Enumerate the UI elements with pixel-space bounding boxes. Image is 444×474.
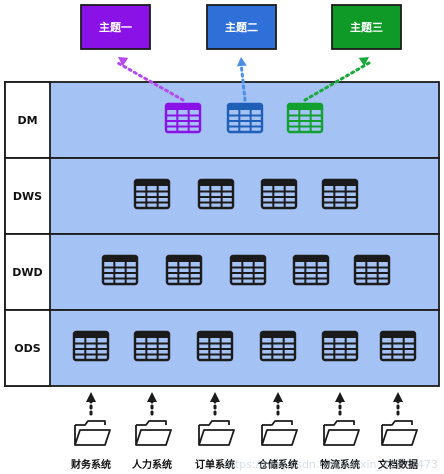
table-icon — [133, 178, 171, 210]
source-arrow — [147, 392, 157, 416]
topic-label: 主题二 — [225, 20, 258, 34]
layers: DM DWS DWD ODS — [4, 81, 440, 387]
folder-icon — [323, 420, 360, 446]
table-icon — [292, 254, 330, 286]
table-icon — [321, 330, 359, 362]
table-icon — [164, 102, 202, 134]
table-icon — [226, 102, 264, 134]
source-system: 仓储系统 — [257, 420, 298, 471]
table-icon — [353, 254, 391, 286]
table-icon — [72, 330, 110, 362]
source-arrow — [86, 392, 96, 416]
layer-label: ODS — [14, 342, 40, 355]
topic-arrow — [303, 57, 371, 102]
table-icon — [197, 178, 235, 210]
source-label: 仓储系统 — [257, 458, 298, 471]
source-label: 订单系统 — [195, 458, 235, 471]
source-system: 物流系统 — [320, 420, 360, 471]
source-system: 订单系统 — [195, 420, 235, 471]
table-icon — [196, 330, 234, 362]
topic-label: 主题一 — [99, 20, 132, 34]
layer-label-cell — [4, 309, 51, 387]
layer-label-cell — [4, 81, 51, 159]
watermark: https://blog.csdn.net/weixin_43277473 — [223, 458, 438, 471]
layer-dwd: DWD — [4, 233, 440, 311]
folder-icon — [74, 420, 111, 446]
layer-label: DM — [17, 114, 37, 127]
folder-icon — [381, 420, 418, 446]
table-icon — [379, 330, 417, 362]
table-icon — [229, 254, 267, 286]
topic-box: 主题三 — [331, 4, 402, 50]
layer-label: DWD — [12, 266, 42, 279]
layer-dws: DWS — [4, 157, 440, 235]
topic-arrow — [236, 57, 247, 102]
source-arrow — [273, 392, 283, 416]
table-icon — [165, 254, 203, 286]
sources: 财务系统 人力系统 订单系统 仓储系统 物流系统 文档数据 — [70, 420, 418, 471]
source-system: 财务系统 — [70, 420, 111, 471]
folder-icon — [261, 420, 298, 446]
topic-box: 主题二 — [206, 4, 277, 50]
source-label: 财务系统 — [70, 458, 111, 471]
source-system: 人力系统 — [132, 420, 172, 471]
table-icon — [101, 254, 139, 286]
table-icon — [133, 330, 171, 362]
source-arrow — [393, 392, 403, 416]
topic-label: 主题三 — [350, 20, 383, 34]
table-icon — [259, 330, 297, 362]
topic-box: 主题一 — [80, 4, 151, 50]
layer-label: DWS — [13, 190, 42, 203]
source-label: 文档数据 — [378, 458, 418, 471]
source-arrow — [335, 392, 345, 416]
layer-band — [4, 81, 440, 159]
source-system: 文档数据 — [378, 420, 418, 471]
source-label: 物流系统 — [320, 458, 360, 471]
topic-arrow — [116, 57, 185, 102]
layer-ods: ODS — [4, 309, 440, 387]
folder-icon — [198, 420, 235, 446]
layer-dm: DM — [4, 81, 440, 159]
table-icon — [260, 178, 298, 210]
table-icon — [321, 178, 359, 210]
source-label: 人力系统 — [132, 458, 172, 471]
folder-icon — [135, 420, 172, 446]
source-arrow — [210, 392, 220, 416]
arrows — [86, 57, 403, 416]
layer-label-cell — [4, 157, 51, 235]
topics: 主题一 主题二 主题三 — [80, 4, 402, 50]
table-icon — [286, 102, 324, 134]
